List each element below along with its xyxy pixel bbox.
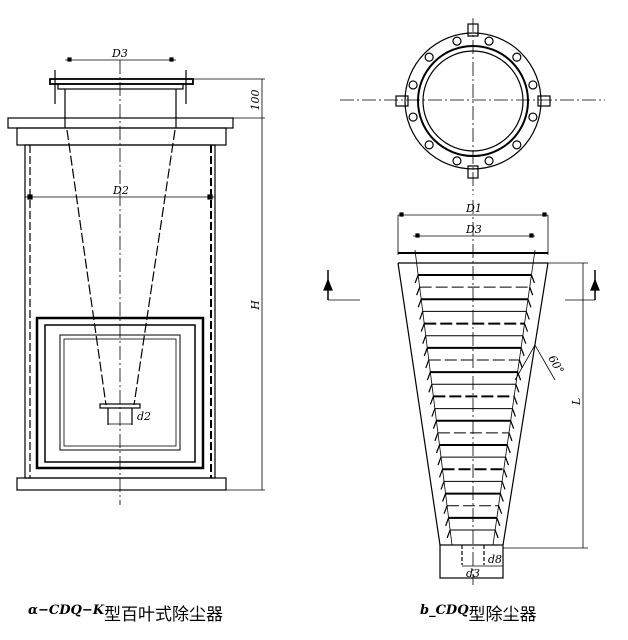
label-angle: 60° [545,353,566,376]
blade-edge [517,371,522,381]
blade-edge [513,396,518,405]
cyclone-top-view [340,18,605,195]
blade-edge [530,274,536,284]
blade-edge [525,311,530,320]
blade-edge [423,347,428,357]
blade-edge [419,311,424,320]
caption-b-name: 型除尘器 [468,605,537,625]
blade-edge [504,456,510,466]
blade-edge [425,359,430,369]
blade-edge [440,481,445,490]
bolt-hole [528,80,538,90]
label-L: L [570,398,583,406]
blade-edge [443,505,448,514]
blade-edge [434,432,439,442]
label-d8: d8 [488,553,502,566]
blade-edge [441,493,447,502]
blade-edge [428,384,433,393]
bolt-hole [528,112,538,122]
label-D3-a: D3 [111,47,128,60]
louver-dust-collector-elevation [7,57,265,505]
blade-edge [510,420,515,429]
blade-edge [438,469,444,478]
caption-b: b_CDQ型除尘器 [420,600,537,625]
blade-edge [496,517,501,527]
blade-edge [414,274,419,284]
bolt-hole [512,140,522,150]
label-D3-b: D3 [465,223,482,236]
blade-edge [515,384,520,393]
bolt-hole [424,140,434,150]
blade-edge [446,529,451,539]
bolt-hole [424,52,434,62]
bolt-hole [512,52,522,62]
blade-edge [429,396,434,405]
bolt-hole [484,156,494,166]
label-100: 100 [249,90,262,111]
blade-edge [426,371,431,381]
blade-edge [503,469,508,478]
label-d2: d2 [137,410,151,423]
label-D2: D2 [112,184,129,197]
blade-edge [501,481,506,490]
bolt-hole [484,36,494,46]
caption-a-name: 型百叶式除尘器 [104,605,224,625]
blade-edge [506,444,511,454]
bolt-hole [408,112,418,122]
blade-edge [523,323,529,332]
label-D1: D1 [465,202,482,215]
label-H: H [249,300,262,311]
blade-edge [522,335,527,344]
blade-edge [520,347,525,357]
blade-edge [499,493,504,502]
caption-a-code: α−CDQ−K [28,603,105,618]
blade-edge [422,335,427,344]
blade-edge [498,505,503,514]
blade-edge [431,408,436,417]
blade-edge [437,456,442,466]
cyclone-elevation [323,200,600,585]
blade-edge [416,286,421,296]
bolt-hole [452,156,462,166]
blade-edge [527,299,532,308]
blade-edge [432,420,437,429]
caption-b-code: b_CDQ [420,603,469,618]
blade-edge [511,408,516,417]
blade-edge [417,299,422,308]
blade-edge [508,432,513,442]
caption-a: α−CDQ−K型百叶式除尘器 [28,600,223,625]
blade-edge [445,517,450,527]
label-d3: d3 [466,567,480,580]
bolt-hole [408,80,418,90]
bolt-hole [452,36,462,46]
blade-edge [420,323,425,332]
blade-edge [435,444,441,454]
blade-edge [518,359,523,369]
blade-edge [529,286,534,296]
blade-edge [494,529,499,539]
